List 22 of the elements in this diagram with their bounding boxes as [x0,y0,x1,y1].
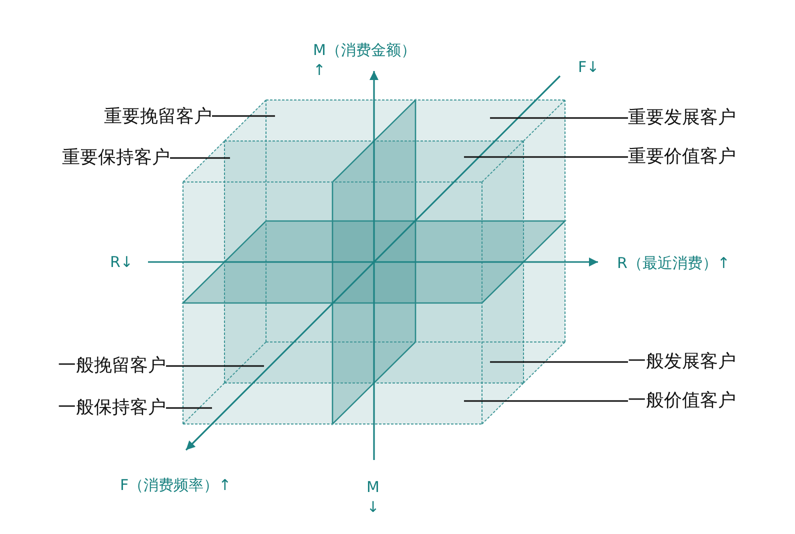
leader-line [464,156,628,158]
customer-segment-label: 一般保持客户 [58,397,166,419]
customer-segment-label: 一般挽留客户 [58,355,166,377]
axis-label: M↓ [366,478,380,517]
customer-segment-label: 重要保持客户 [62,147,170,169]
customer-segment-label: 重要价值客户 [628,146,736,168]
leader-line [170,157,230,159]
leader-line [490,117,628,119]
axis-label: F↓ [578,58,600,78]
leader-line [166,365,264,367]
customer-segment-label: 一般发展客户 [628,351,736,373]
customer-segment-label: 重要挽留客户 [104,106,212,128]
leader-line [464,400,628,402]
customer-segment-label: 一般价值客户 [628,390,736,412]
axis-label: F（消费频率）↑ [120,476,232,496]
axis-label: R↓ [110,253,133,273]
leader-line [166,407,212,409]
axis-label: M（消费金额）↑ [313,41,417,80]
leader-line [212,115,275,117]
leader-line [490,361,628,363]
customer-segment-label: 重要发展客户 [628,107,736,129]
axis-label: R（最近消费）↑ [617,254,730,274]
